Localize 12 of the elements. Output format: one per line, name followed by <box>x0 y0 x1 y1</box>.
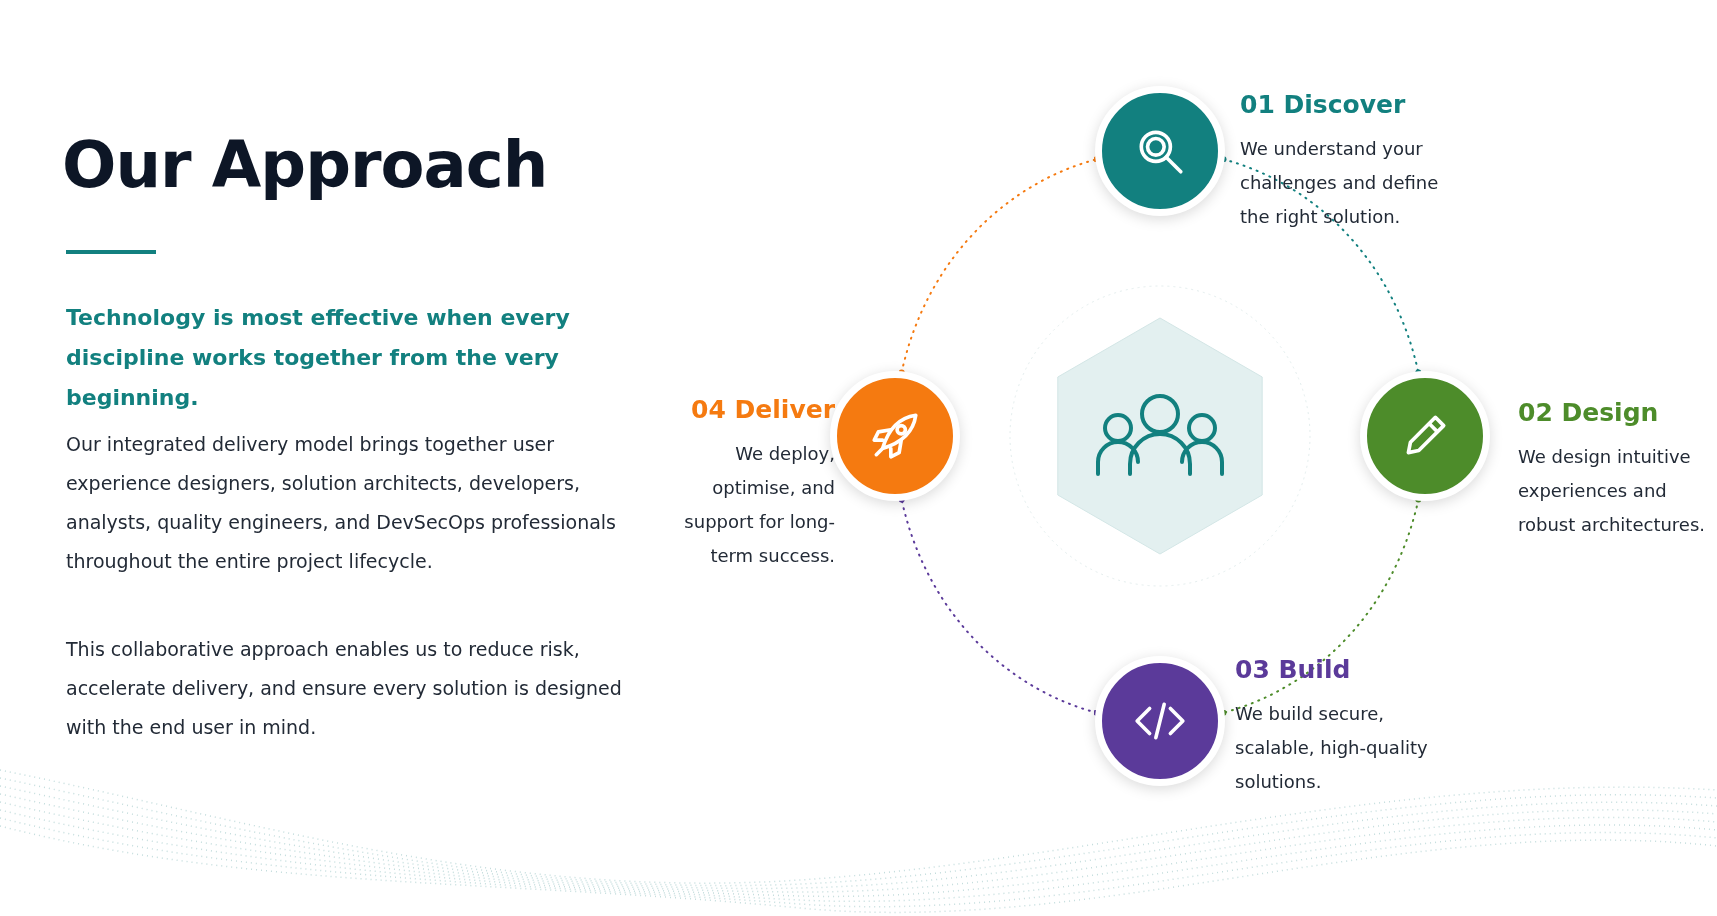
step-title: 04 Deliver <box>691 395 835 424</box>
step-title: 01 Discover <box>1240 90 1406 119</box>
lead-text: Technology is most effective when every discipline works together from the very beginning. <box>66 304 571 412</box>
step-description: We deploy, optimise, and support for long-term success. <box>683 442 835 568</box>
step-description: We understand your challenges and define the right solution. <box>1240 137 1440 229</box>
step-title: 02 Design <box>1518 398 1659 427</box>
step-title: 03 Build <box>1235 655 1351 684</box>
paragraph: This collaborative approach enables us to reduce risk, accelerate delivery, and ensure every solution is designed with the end user in mind. <box>66 637 623 740</box>
step-description: We build secure, scalable, high-quality solutions. <box>1235 702 1429 794</box>
paragraph: Our integrated delivery model brings together user experience designers, solution architects, developers, analysts, quality engineers, and DevSecOps professionals throughout the entire project lifecycle. <box>66 432 618 574</box>
step-description: We design intuitive experiences and robust architectures. <box>1518 445 1707 537</box>
page-title: Our Approach <box>62 128 548 202</box>
